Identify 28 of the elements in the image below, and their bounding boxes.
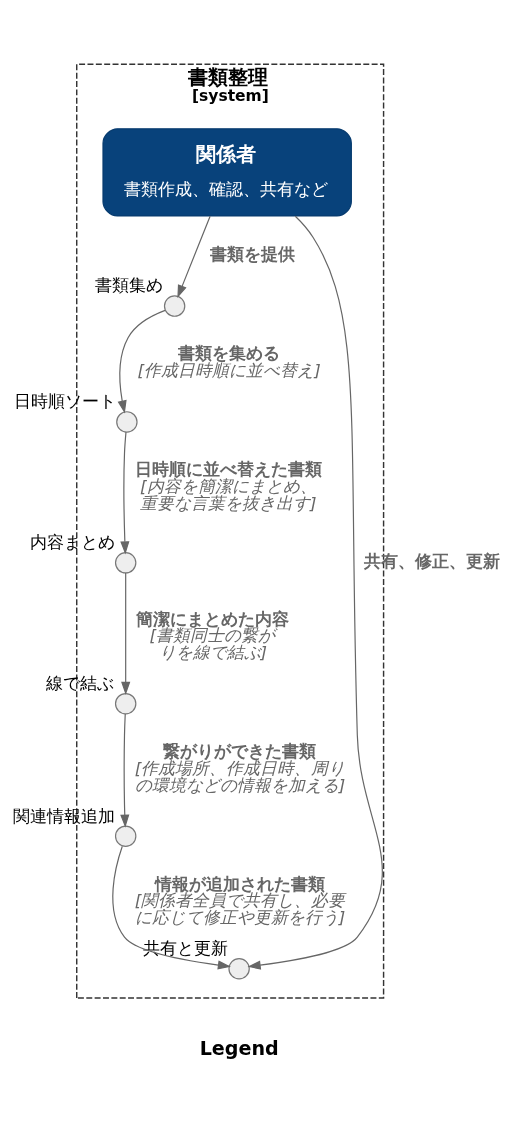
edge-label: 繋がりができた書類 [作成場所、作成日時、周りの環境などの情報を加える] bbox=[134, 740, 346, 794]
node-label: 共有と更新 bbox=[143, 937, 228, 958]
node-label: 関連情報追加 bbox=[12, 805, 115, 826]
node-circle bbox=[114, 551, 137, 574]
node-label: 線で結ぶ bbox=[46, 672, 115, 693]
edge-label: 共有、修正、更新 bbox=[363, 550, 500, 571]
arrow bbox=[112, 845, 231, 970]
node-circle bbox=[114, 824, 137, 847]
node-label: 内容まとめ bbox=[29, 531, 115, 552]
edge-label: 書類を集める [作成日時順に並べ替え] bbox=[137, 342, 321, 380]
arrow bbox=[117, 309, 166, 414]
edge-label: 情報が追加された書類 [関係者全員で共有し、必要に応じて修正や更新を行う] bbox=[134, 873, 346, 927]
arrow bbox=[121, 572, 131, 695]
arrow bbox=[247, 215, 383, 970]
node-label: 日時順ソート bbox=[14, 390, 117, 411]
node-circle bbox=[114, 692, 137, 714]
node-box: 関係者 書類作成、確認、共有など bbox=[102, 127, 352, 217]
node-label: 書類集め bbox=[95, 274, 164, 295]
node-circle bbox=[228, 957, 250, 979]
node-circle bbox=[116, 410, 138, 433]
edge-label: 日時順に並べ替えた書類 [内容を簡潔にまとめ、重要な言葉を抜き出す] bbox=[134, 458, 322, 513]
label: Legend bbox=[199, 1036, 279, 1060]
edge-label: 書類を提供 bbox=[210, 243, 296, 264]
arrow bbox=[120, 712, 130, 828]
arrow bbox=[120, 431, 130, 554]
arrow bbox=[177, 215, 211, 298]
edge-label: 簡潔にまとめた内容 [書類同士の繋がりを線で結ぶ] bbox=[135, 608, 289, 662]
node-circle bbox=[163, 294, 186, 317]
